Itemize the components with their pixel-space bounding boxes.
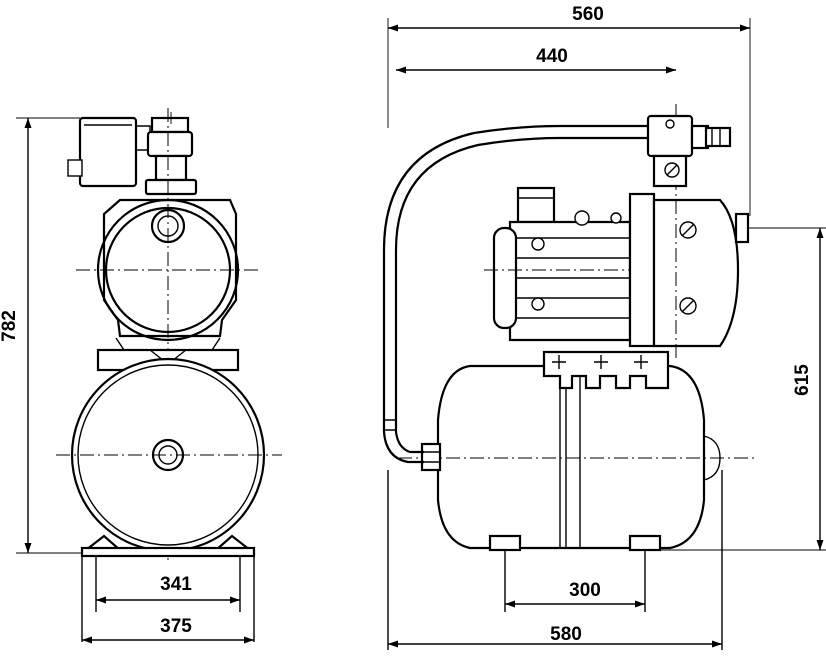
dimension-341: 341 — [96, 574, 240, 604]
side-view: 560 440 615 300 580 — [382, 4, 826, 650]
dimension-560-label: 560 — [572, 4, 604, 25]
dimension-580-label: 580 — [550, 624, 582, 645]
tank-inlet-connection — [420, 442, 442, 472]
dimension-580: 580 — [388, 624, 722, 648]
pressure-switch — [67, 116, 151, 188]
tank-front — [56, 357, 282, 553]
dimension-440: 440 — [396, 46, 676, 74]
tank-feet-front — [80, 534, 256, 642]
dimension-300-label: 300 — [569, 580, 601, 601]
connecting-hose — [382, 124, 648, 464]
valve-fitting-side — [646, 114, 750, 244]
dimension-615: 615 — [660, 227, 826, 551]
tank-side — [387, 364, 756, 650]
dimension-375: 375 — [82, 616, 254, 644]
pump-housing-front — [76, 108, 262, 560]
front-fitting — [144, 112, 198, 196]
dimension-375-label: 375 — [160, 616, 192, 637]
motor-side — [484, 186, 740, 342]
dimension-341-label: 341 — [160, 574, 192, 595]
dimension-440-label: 440 — [536, 46, 568, 67]
dimension-615-label: 615 — [792, 364, 813, 396]
pump-bracket-side — [542, 350, 670, 390]
dimension-782: 782 — [0, 117, 82, 554]
dimension-300: 300 — [505, 580, 645, 608]
dimension-782-label: 782 — [0, 310, 20, 342]
front-view: 782 341 375 — [0, 108, 282, 644]
dimension-560: 560 — [387, 4, 751, 216]
